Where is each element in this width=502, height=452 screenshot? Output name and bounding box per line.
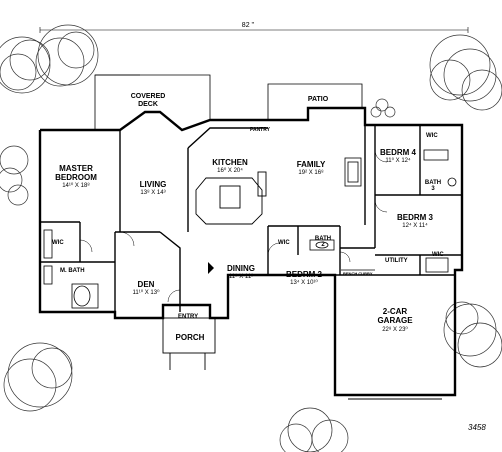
- dining-size: 11⁸ X 11²: [228, 274, 254, 280]
- overall-width-label: 82 '': [241, 22, 255, 29]
- porch-label: PORCH: [175, 333, 205, 342]
- overall-dimension-line: [39, 27, 469, 33]
- garage-label: 2-CAR GARAGE: [377, 307, 413, 325]
- bath3-label: BATH 3: [424, 180, 442, 192]
- garage-door: [345, 394, 445, 400]
- utility-label: UTILITY: [385, 258, 408, 264]
- wic-bed4-label: WIC: [426, 133, 438, 139]
- master-bedroom-label: MASTER BEDROOM: [55, 164, 97, 182]
- stair-mark: [208, 262, 214, 274]
- family-size: 19² X 16⁸: [298, 170, 324, 176]
- deck-patio: [94, 74, 363, 130]
- kitchen-island: [195, 171, 267, 225]
- fixtures: [43, 149, 457, 309]
- entry-label: ENTRY: [178, 314, 199, 320]
- landscape-trees: [0, 24, 502, 452]
- porch-outline: [162, 317, 216, 370]
- bedrm3-label: BEDRM 3: [396, 213, 433, 222]
- bench-cubby-label: BENCH CUBBY: [343, 271, 373, 276]
- bedrm4-label: BEDRM 4: [379, 148, 416, 157]
- bedrm4-size: 11⁰ X 12⁴: [385, 158, 411, 164]
- m-bath-label: M. BATH: [60, 268, 85, 274]
- pantry-label: PANTRY: [250, 127, 270, 133]
- door-swings: [79, 149, 388, 303]
- bath2-label: BATH 2: [314, 236, 332, 248]
- garage-size: 22⁸ X 23⁰: [382, 327, 408, 333]
- patio-label: PATIO: [307, 96, 329, 103]
- kitchen-label: KITCHEN: [212, 158, 248, 167]
- wic-master-label: WIC: [52, 240, 64, 246]
- kitchen-size: 16⁰ X 20⁴: [217, 168, 243, 174]
- wic-bed3-label: WIC: [432, 252, 444, 258]
- interior-walls: [40, 120, 462, 318]
- exterior-walls: [38, 106, 464, 397]
- wic-bed2-label: WIC: [278, 240, 290, 246]
- bedrm2-label: BEDRM 2: [285, 270, 322, 279]
- covered-deck-label: COVERED DECK: [130, 93, 166, 108]
- den-size: 11¹⁰ X 13⁰: [132, 290, 160, 296]
- den-label: DEN: [137, 280, 155, 289]
- bedrm2-size: 13⁴ X 10¹⁰: [290, 280, 318, 286]
- family-label: FAMILY: [296, 160, 326, 169]
- living-label: LIVING: [139, 180, 167, 189]
- dining-label: DINING: [227, 264, 255, 273]
- bedrm3-size: 12⁴ X 11⁴: [402, 223, 428, 229]
- master-bedroom-size: 14¹⁰ X 18⁸: [62, 183, 90, 189]
- living-size: 13⁸ X 14³: [140, 190, 166, 196]
- sheet-number: 3458: [468, 423, 486, 432]
